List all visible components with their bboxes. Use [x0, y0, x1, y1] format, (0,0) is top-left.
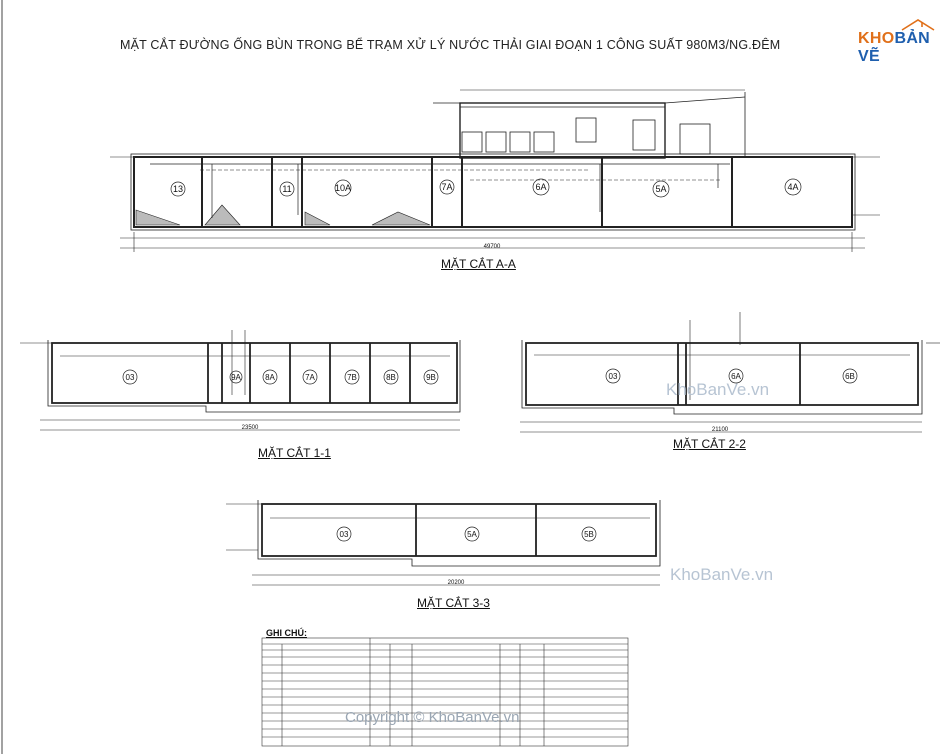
dimension-value: 23500 — [242, 425, 259, 431]
section-3-3-caption: MẶT CẮT 3-3 — [417, 596, 490, 610]
tank-label: 6A — [535, 182, 546, 192]
tank-label: 8B — [386, 373, 396, 382]
watermark: KhoBanVe.vn — [670, 565, 774, 584]
section-2-2 — [520, 312, 940, 433]
dimension-value: 49700 — [484, 244, 501, 250]
tank-label: 6B — [845, 372, 855, 381]
tank-label: 03 — [609, 372, 618, 381]
tank-label: 9A — [231, 373, 241, 382]
watermark: KhoBanVe.vn — [666, 380, 770, 399]
section-aa — [110, 89, 880, 252]
tank-label: 7A — [441, 182, 452, 192]
section-1-1 — [20, 330, 461, 431]
notes-table — [261, 637, 629, 747]
tank-label: 7B — [347, 373, 357, 382]
section-1-1-tank-labels: 03 9A 8A 7A 7B 8B 9B 23500 — [122, 369, 439, 431]
tank-label: 4A — [787, 182, 798, 192]
tank-label: 6A — [731, 372, 741, 381]
section-2-2-caption: MẶT CẮT 2-2 — [673, 437, 746, 451]
house-roof-icon — [901, 19, 935, 31]
copyright-watermark: Copyright © KhoBanVe.vn — [345, 709, 520, 726]
brand-logo: KHOBẢN VẼ — [858, 18, 938, 65]
logo-text: KHOBẢN VẼ — [858, 30, 931, 65]
section-2-2-tank-labels: 03 6A 6B 21100 — [605, 368, 858, 433]
tank-label: 03 — [126, 373, 135, 382]
tank-label: 5A — [467, 530, 477, 539]
notes-title: GHI CHÚ: — [266, 628, 307, 638]
section-3-3-tank-labels: 03 5A 5B 20200 — [336, 526, 597, 586]
section-1-1-caption: MẶT CẮT 1-1 — [258, 446, 331, 460]
section-aa-tank-labels: 13 11 10A 7A 6A 5A 4A 49700 — [170, 178, 802, 250]
dimension-value: 21100 — [712, 427, 729, 433]
tank-label: 5A — [655, 184, 666, 194]
section-3-3 — [226, 500, 661, 586]
tank-label: 9B — [426, 373, 436, 382]
tank-label: 10A — [335, 183, 351, 193]
tank-label: 5B — [584, 530, 594, 539]
tank-label: 8A — [265, 373, 275, 382]
section-aa-caption: MẶT CẮT A-A — [441, 257, 516, 271]
tank-label: 7A — [305, 373, 315, 382]
tank-label: 03 — [340, 530, 349, 539]
tank-label: 13 — [173, 184, 183, 194]
dimension-value: 20200 — [448, 580, 465, 586]
drawing-title: MẶT CẮT ĐƯỜNG ỐNG BÙN TRONG BỂ TRẠM XỬ L… — [120, 38, 781, 52]
tank-label: 11 — [282, 184, 291, 194]
